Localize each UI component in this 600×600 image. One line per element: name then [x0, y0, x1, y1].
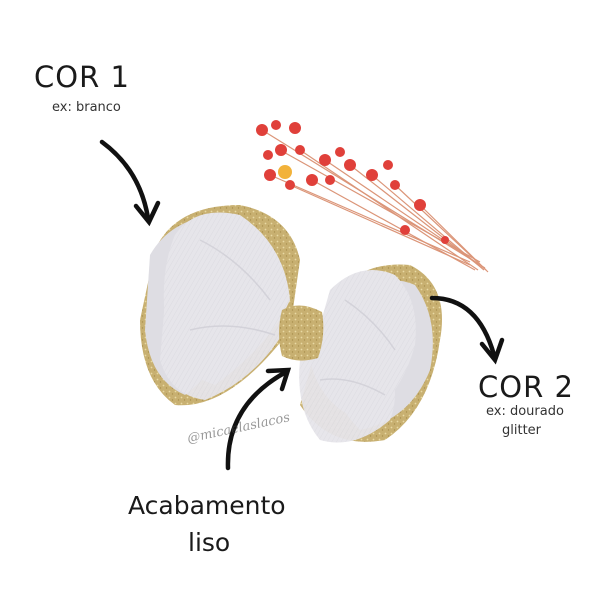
color-2-example-line-2: glitter: [502, 423, 542, 438]
dried-flowers-image: [256, 120, 489, 273]
finish-label-line-1: Acabamento: [128, 491, 286, 520]
bow-image: [140, 205, 442, 443]
color-1-example: ex: branco: [52, 100, 121, 115]
finish-label-line-2: liso: [188, 528, 231, 557]
color-2-example-line-1: ex: dourado: [486, 404, 564, 419]
curved-arrow-icon: [99, 139, 161, 227]
curved-arrow-icon: [429, 295, 505, 365]
color-2-title: COR 2: [478, 370, 574, 404]
curved-arrow-icon: [225, 367, 292, 471]
color-1-title: COR 1: [34, 60, 130, 94]
